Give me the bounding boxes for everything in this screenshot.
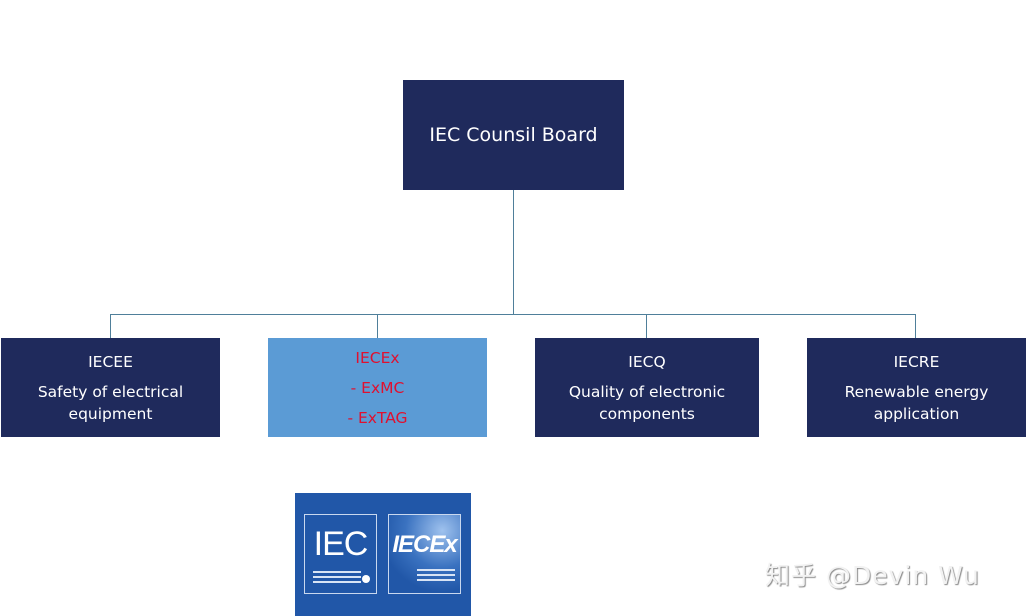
logo-stripe	[417, 569, 455, 571]
logo-dot	[362, 575, 370, 583]
connector-root-vertical	[513, 190, 514, 314]
connector-iecee	[110, 314, 111, 338]
connector-iecq	[646, 314, 647, 338]
root-node-label: IEC Counsil Board	[429, 124, 598, 146]
root-node-iec-council-board: IEC Counsil Board	[403, 80, 624, 190]
node-title: IECEE	[88, 352, 133, 371]
connector-iecre	[915, 314, 916, 338]
iec-logo-panel: IEC	[304, 514, 377, 594]
node-description-line: components	[599, 404, 695, 423]
logo-stripe	[313, 581, 361, 583]
node-iecee: IECEE Safety of electrical equipment	[1, 338, 220, 437]
watermark: 知乎 @Devin Wu	[765, 561, 980, 590]
logo-stripe	[313, 576, 361, 578]
iec-logo-text: IEC	[313, 525, 369, 563]
node-title: IECRE	[893, 352, 940, 371]
iecex-logo-text: IECEx	[392, 531, 457, 558]
node-subitem: - ExMC	[350, 378, 405, 397]
iec-iecex-logo: IEC IECEx	[295, 493, 471, 616]
logo-stripe	[313, 571, 361, 573]
node-title: IECEx	[355, 348, 400, 367]
node-iecre: IECRE Renewable energy application	[807, 338, 1026, 437]
node-iecq: IECQ Quality of electronic components	[535, 338, 759, 437]
node-subitem: - ExTAG	[347, 408, 408, 427]
node-description-line: Quality of electronic	[568, 382, 726, 401]
logo-stripe	[417, 574, 455, 576]
iecex-logo-panel: IECEx	[388, 514, 461, 594]
node-description-line: Safety of electrical	[37, 382, 184, 401]
node-iecex: IECEx - ExMC - ExTAG	[268, 338, 487, 437]
node-description-line: Renewable energy	[844, 382, 989, 401]
node-description-line: equipment	[68, 404, 153, 423]
logo-stripe	[417, 579, 455, 581]
connector-horizontal	[110, 314, 916, 315]
node-description-line: application	[873, 404, 960, 423]
node-title: IECQ	[628, 352, 666, 371]
connector-iecex	[377, 314, 378, 338]
